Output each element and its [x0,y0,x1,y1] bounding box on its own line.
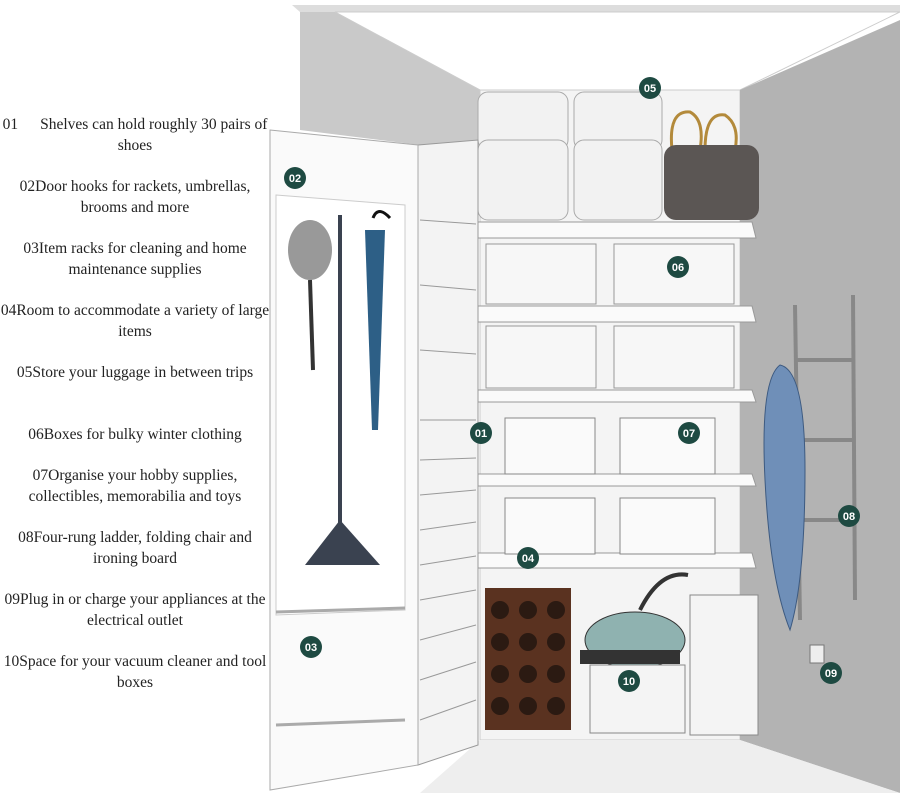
legend-item-09: 09Plug in or charge your appliances at t… [0,589,270,651]
storage-bins [485,243,735,389]
svg-text:05: 05 [644,83,656,95]
legend-number: 08 [18,529,34,546]
legend-text: Item racks for cleaning and home mainten… [38,240,247,278]
legend-item-08: 08Four-rung ladder, folding chair and ir… [0,527,270,589]
floor [420,740,900,793]
laundry-bin [689,594,759,736]
badge-02: 02 [284,167,306,189]
svg-text:09: 09 [825,668,837,680]
legend-list: 01 Shelves can hold roughly 30 pairs of s… [0,114,270,713]
legend-item-10: 10Space for your vacuum cleaner and tool… [0,651,270,713]
hobby-boxes [504,417,716,555]
legend-item-06: 06Boxes for bulky winter clothing [0,424,270,465]
svg-text:07: 07 [683,428,695,440]
shelves [477,221,757,569]
badge-01: 01 [470,422,492,444]
svg-text:06: 06 [672,262,684,274]
legend-number: 10 [3,653,20,670]
badge-04: 04 [517,547,539,569]
svg-text:03: 03 [305,642,317,654]
svg-text:10: 10 [623,676,635,688]
legend-number: 06 [28,426,44,443]
luggage [477,91,663,221]
badge-03: 03 [300,636,322,658]
umbrella [365,230,385,430]
legend-text: Shelves can hold roughly 30 pairs of sho… [40,116,268,154]
legend-number: 02 [19,178,36,195]
svg-text:08: 08 [843,511,855,523]
badge-07: 07 [678,422,700,444]
legend-item-05: 05Store your luggage in between trips [0,362,270,424]
vacuum-cleaner [580,572,689,669]
shoe-rack [417,139,479,766]
legend-number: 05 [16,364,33,381]
badge-08: 08 [838,505,860,527]
racket [288,220,332,280]
legend-item-02: 02Door hooks for rackets, umbrellas, bro… [0,176,270,238]
legend-text: Plug in or charge your appliances at the… [20,591,266,629]
legend-text: Space for your vacuum cleaner and tool b… [19,653,267,691]
svg-text:02: 02 [289,173,301,185]
open-door [269,129,419,791]
right-wall [740,20,900,793]
legend-item-01: 01 Shelves can hold roughly 30 pairs of s… [0,114,270,176]
svg-text:01: 01 [475,428,487,440]
legend-item-04: 04Room to accommodate a variety of large… [0,300,270,362]
legend-text: Boxes for bulky winter clothing [43,426,242,443]
svg-text:04: 04 [522,553,535,565]
badge-06: 06 [667,256,689,278]
ironing-board [763,364,806,632]
legend-item-07: 07Organise your hobby supplies, collecti… [0,465,270,527]
badge-05: 05 [639,77,661,99]
legend-number: 04 [0,302,17,319]
badge-10: 10 [618,670,640,692]
ceiling-trim [292,5,900,12]
legend-number: 03 [23,240,39,257]
legend-item-03: 03Item racks for cleaning and home maint… [0,238,270,300]
legend-number: 09 [4,591,21,608]
electrical-outlet [809,644,825,664]
legend-text: Organise your hobby supplies, collectibl… [28,467,242,505]
legend-text: Door hooks for rackets, umbrellas, broom… [35,178,251,216]
legend-number: 01 [2,116,19,133]
legend-text: Four-rung ladder, folding chair and iron… [33,529,252,567]
legend-number: 07 [32,467,49,484]
legend-text: Room to accommodate a variety of large i… [16,302,270,340]
duffel-bag [664,110,759,220]
wine-rack [485,588,571,730]
badge-09: 09 [820,662,842,684]
left-wall [300,12,480,145]
legend-text: Store your luggage in between trips [32,364,254,381]
